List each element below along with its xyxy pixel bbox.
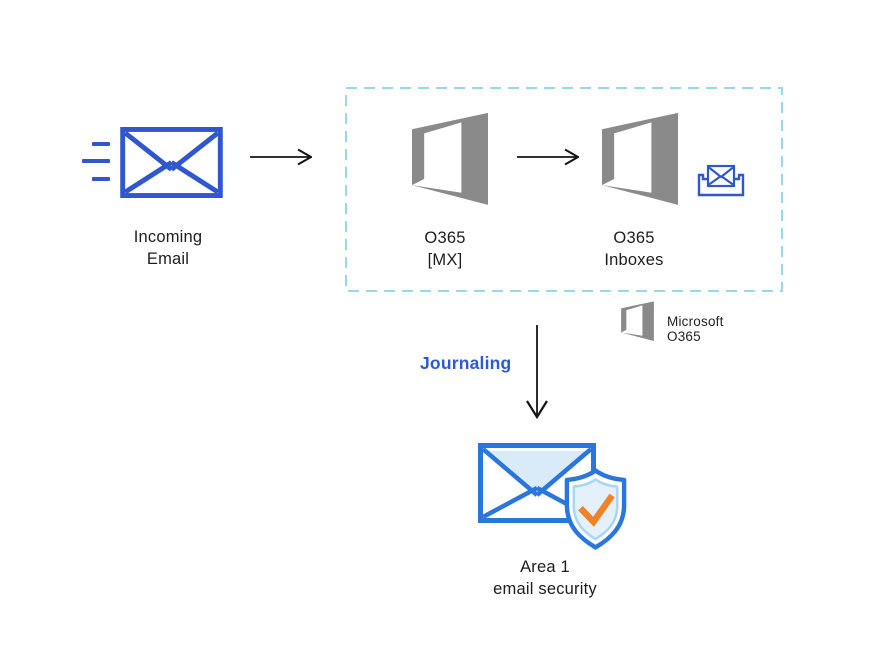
office365-logo-icon (621, 301, 654, 341)
shield-check-icon (564, 468, 627, 550)
area1-label: Area 1 email security (475, 556, 615, 600)
incoming-email-label: Incoming Email (98, 226, 238, 270)
motion-line (82, 159, 110, 163)
inbox-tray-icon (697, 164, 745, 197)
motion-line (92, 177, 110, 181)
o365-inboxes-label-line1: O365 (613, 229, 655, 247)
o365-inboxes-label-line2: Inboxes (604, 251, 664, 269)
office365-logo-icon (412, 112, 488, 205)
o365-boundary-box (345, 87, 783, 292)
incoming-email-label-line1: Incoming (133, 228, 203, 246)
area1-label-line2: email security (493, 580, 597, 598)
incoming-email-label-line2: Email (146, 250, 190, 268)
arrow-down-icon (526, 325, 548, 420)
legend-label: Microsoft O365 (667, 314, 724, 344)
office365-logo-icon (602, 112, 678, 205)
envelope-icon (120, 127, 223, 198)
o365-mx-label: O365 [MX] (375, 227, 515, 271)
area1-label-line1: Area 1 (520, 558, 570, 576)
o365-mx-label-line2: [MX] (427, 251, 463, 269)
motion-line (92, 142, 110, 146)
o365-mx-label-line1: O365 (424, 229, 466, 247)
arrow-icon (250, 148, 312, 166)
arrow-icon (517, 148, 579, 166)
journaling-label: Journaling (420, 353, 512, 373)
o365-inboxes-label: O365 Inboxes (564, 227, 704, 271)
